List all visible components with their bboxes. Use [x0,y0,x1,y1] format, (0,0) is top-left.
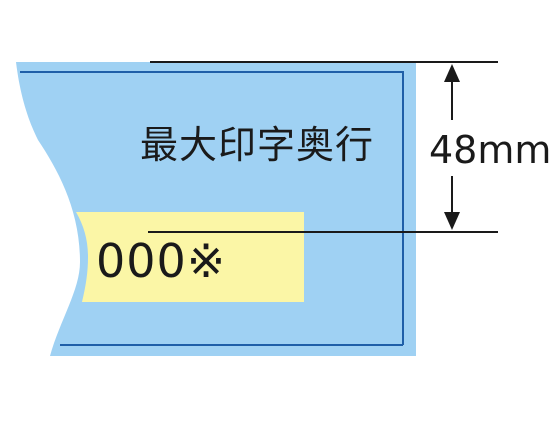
print-area [76,212,304,302]
dimension-value: 48mm [429,128,552,172]
arrowhead-up [444,64,460,82]
arrowhead-down [444,212,460,230]
sample-print-text: 000※ [96,234,227,288]
max-print-depth-label: 最大印字奥行 [140,123,375,167]
label-panel [16,62,416,356]
panel-outline [20,71,404,345]
